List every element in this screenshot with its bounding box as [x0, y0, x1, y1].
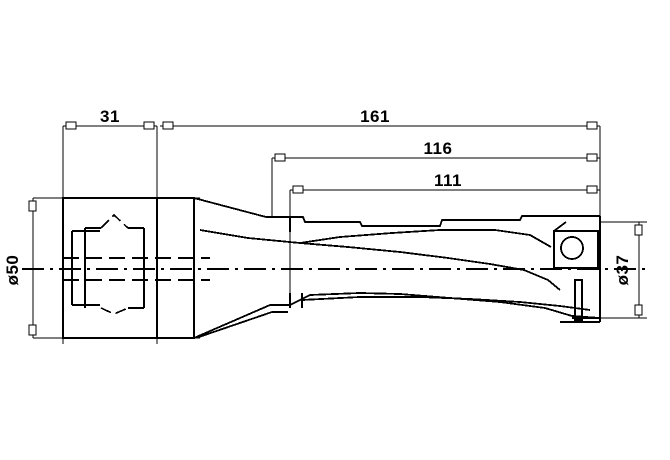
tool-outline-group: [62, 197, 601, 339]
dim-group-d50: [32, 197, 200, 339]
dim-label-111: 111: [434, 171, 462, 190]
neck-taper-lower: [193, 304, 290, 339]
body-upper-profile: [290, 215, 600, 227]
arrow-31-left: [65, 121, 77, 130]
dim-group-d37: [572, 221, 647, 319]
tip-lower-land: [574, 279, 583, 321]
dim-label-d50: ø50: [3, 255, 22, 286]
dim-label-d37: ø37: [613, 255, 632, 286]
flute-line-helix: [299, 242, 561, 291]
insert-pocket-chamfer: [553, 221, 567, 232]
arrow-116-right: [586, 153, 598, 162]
insert-pocket: [553, 230, 599, 269]
neck-taper-lower-secondary: [195, 311, 288, 339]
arrow-31-right: [143, 121, 155, 130]
dim-label-116: 116: [424, 139, 453, 158]
arrow-161-left: [162, 121, 174, 130]
arrow-d50-top: [28, 200, 37, 212]
clamp-screw-icon: [560, 236, 584, 260]
drive-notch-top: [100, 213, 129, 229]
arrow-d37-bottom: [634, 304, 643, 316]
dimension-arrowheads: [65, 121, 598, 194]
drive-notch-detail: [100, 213, 129, 315]
coolant-bore-hidden-lines: [63, 257, 210, 281]
shank-body: [62, 197, 195, 339]
flute-line-upper: [199, 229, 552, 248]
dim-label-161: 161: [360, 107, 390, 126]
arrow-d50-bottom: [28, 324, 37, 336]
drive-notch-bottom: [100, 307, 129, 315]
dim-label-31: 31: [100, 107, 120, 126]
neck-taper-upper: [193, 197, 290, 218]
arrow-d37-top: [634, 224, 643, 236]
dim-arrowheads-d37: [634, 224, 643, 316]
arrow-161-right: [586, 121, 598, 130]
flute-line-lower: [301, 296, 591, 311]
arrow-111-left: [292, 185, 304, 194]
dim-arrowheads-d50: [28, 200, 37, 336]
shank-internal-detail: [71, 227, 145, 309]
arrow-116-left: [274, 153, 286, 162]
arrow-111-right: [586, 185, 598, 194]
